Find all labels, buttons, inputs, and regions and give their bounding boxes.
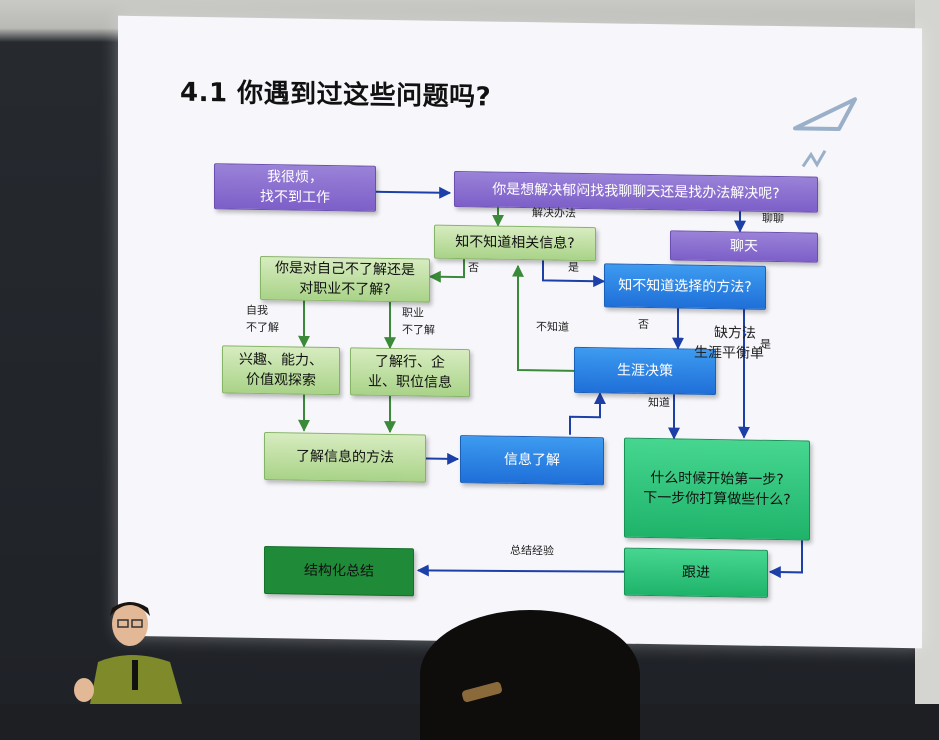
audience-head bbox=[420, 610, 640, 740]
label-solve-method: 解决办法 bbox=[532, 206, 576, 220]
box-self-or-career: 你是对自己不了解还是 对职业不了解? bbox=[260, 255, 430, 303]
box-learn-industry: 了解行、企 业、职位信息 bbox=[350, 347, 470, 398]
box-chat: 聊天 bbox=[670, 230, 818, 263]
box-know-info: 知不知道相关信息? bbox=[434, 224, 596, 262]
label-no2: 否 bbox=[638, 317, 649, 332]
flow-arrows bbox=[298, 186, 803, 579]
box-info-method: 了解信息的方法 bbox=[264, 431, 426, 483]
presenter-figure bbox=[74, 602, 182, 704]
box-explore-self: 兴趣、能力、 价值观探索 bbox=[222, 345, 340, 396]
label-no: 否 bbox=[468, 261, 479, 275]
label-chat: 聊聊 bbox=[762, 211, 784, 226]
box-info-understood: 信息了解 bbox=[460, 435, 604, 486]
box-summary: 结构化总结 bbox=[264, 545, 414, 597]
label-lack-method: 缺方法 bbox=[714, 325, 756, 342]
arrow-know-info-yes bbox=[542, 260, 606, 288]
label-summary-experience: 总结经验 bbox=[510, 543, 554, 558]
arrow-understood-to-decision bbox=[569, 392, 606, 435]
arrow-follow-to-summary bbox=[416, 564, 625, 577]
arrow-method-to-understood bbox=[426, 452, 460, 465]
box-know-method: 知不知道选择的方法? bbox=[604, 263, 766, 310]
arrow-decision-dont-know bbox=[512, 264, 574, 372]
box-follow-up: 跟进 bbox=[624, 547, 768, 598]
arrow-troubled-to-question bbox=[376, 186, 452, 199]
label-self: 自我 不了解 bbox=[246, 303, 279, 335]
box-troubled: 我很烦， 找不到工作 bbox=[214, 163, 376, 212]
projection-screen: 4.1 你遇到过这些问题吗? bbox=[118, 15, 922, 649]
box-first-step: 什么时候开始第一步? 下一步你打算做些什么? bbox=[624, 437, 810, 541]
label-dont-know: 不知道 bbox=[536, 320, 569, 334]
arrow-first-step-to-follow bbox=[768, 540, 803, 579]
label-yes: 是 bbox=[568, 260, 579, 274]
label-career: 职业 不了解 bbox=[402, 306, 435, 337]
box-question-main: 你是想解决郁闷找我聊聊天还是找办法解决呢? bbox=[454, 170, 818, 213]
label-know: 知道 bbox=[648, 396, 670, 410]
label-balance-sheet: 生涯平衡单 bbox=[694, 344, 764, 362]
arrow-know-info-no bbox=[428, 259, 465, 283]
paper-plane-logo-icon bbox=[793, 97, 857, 168]
